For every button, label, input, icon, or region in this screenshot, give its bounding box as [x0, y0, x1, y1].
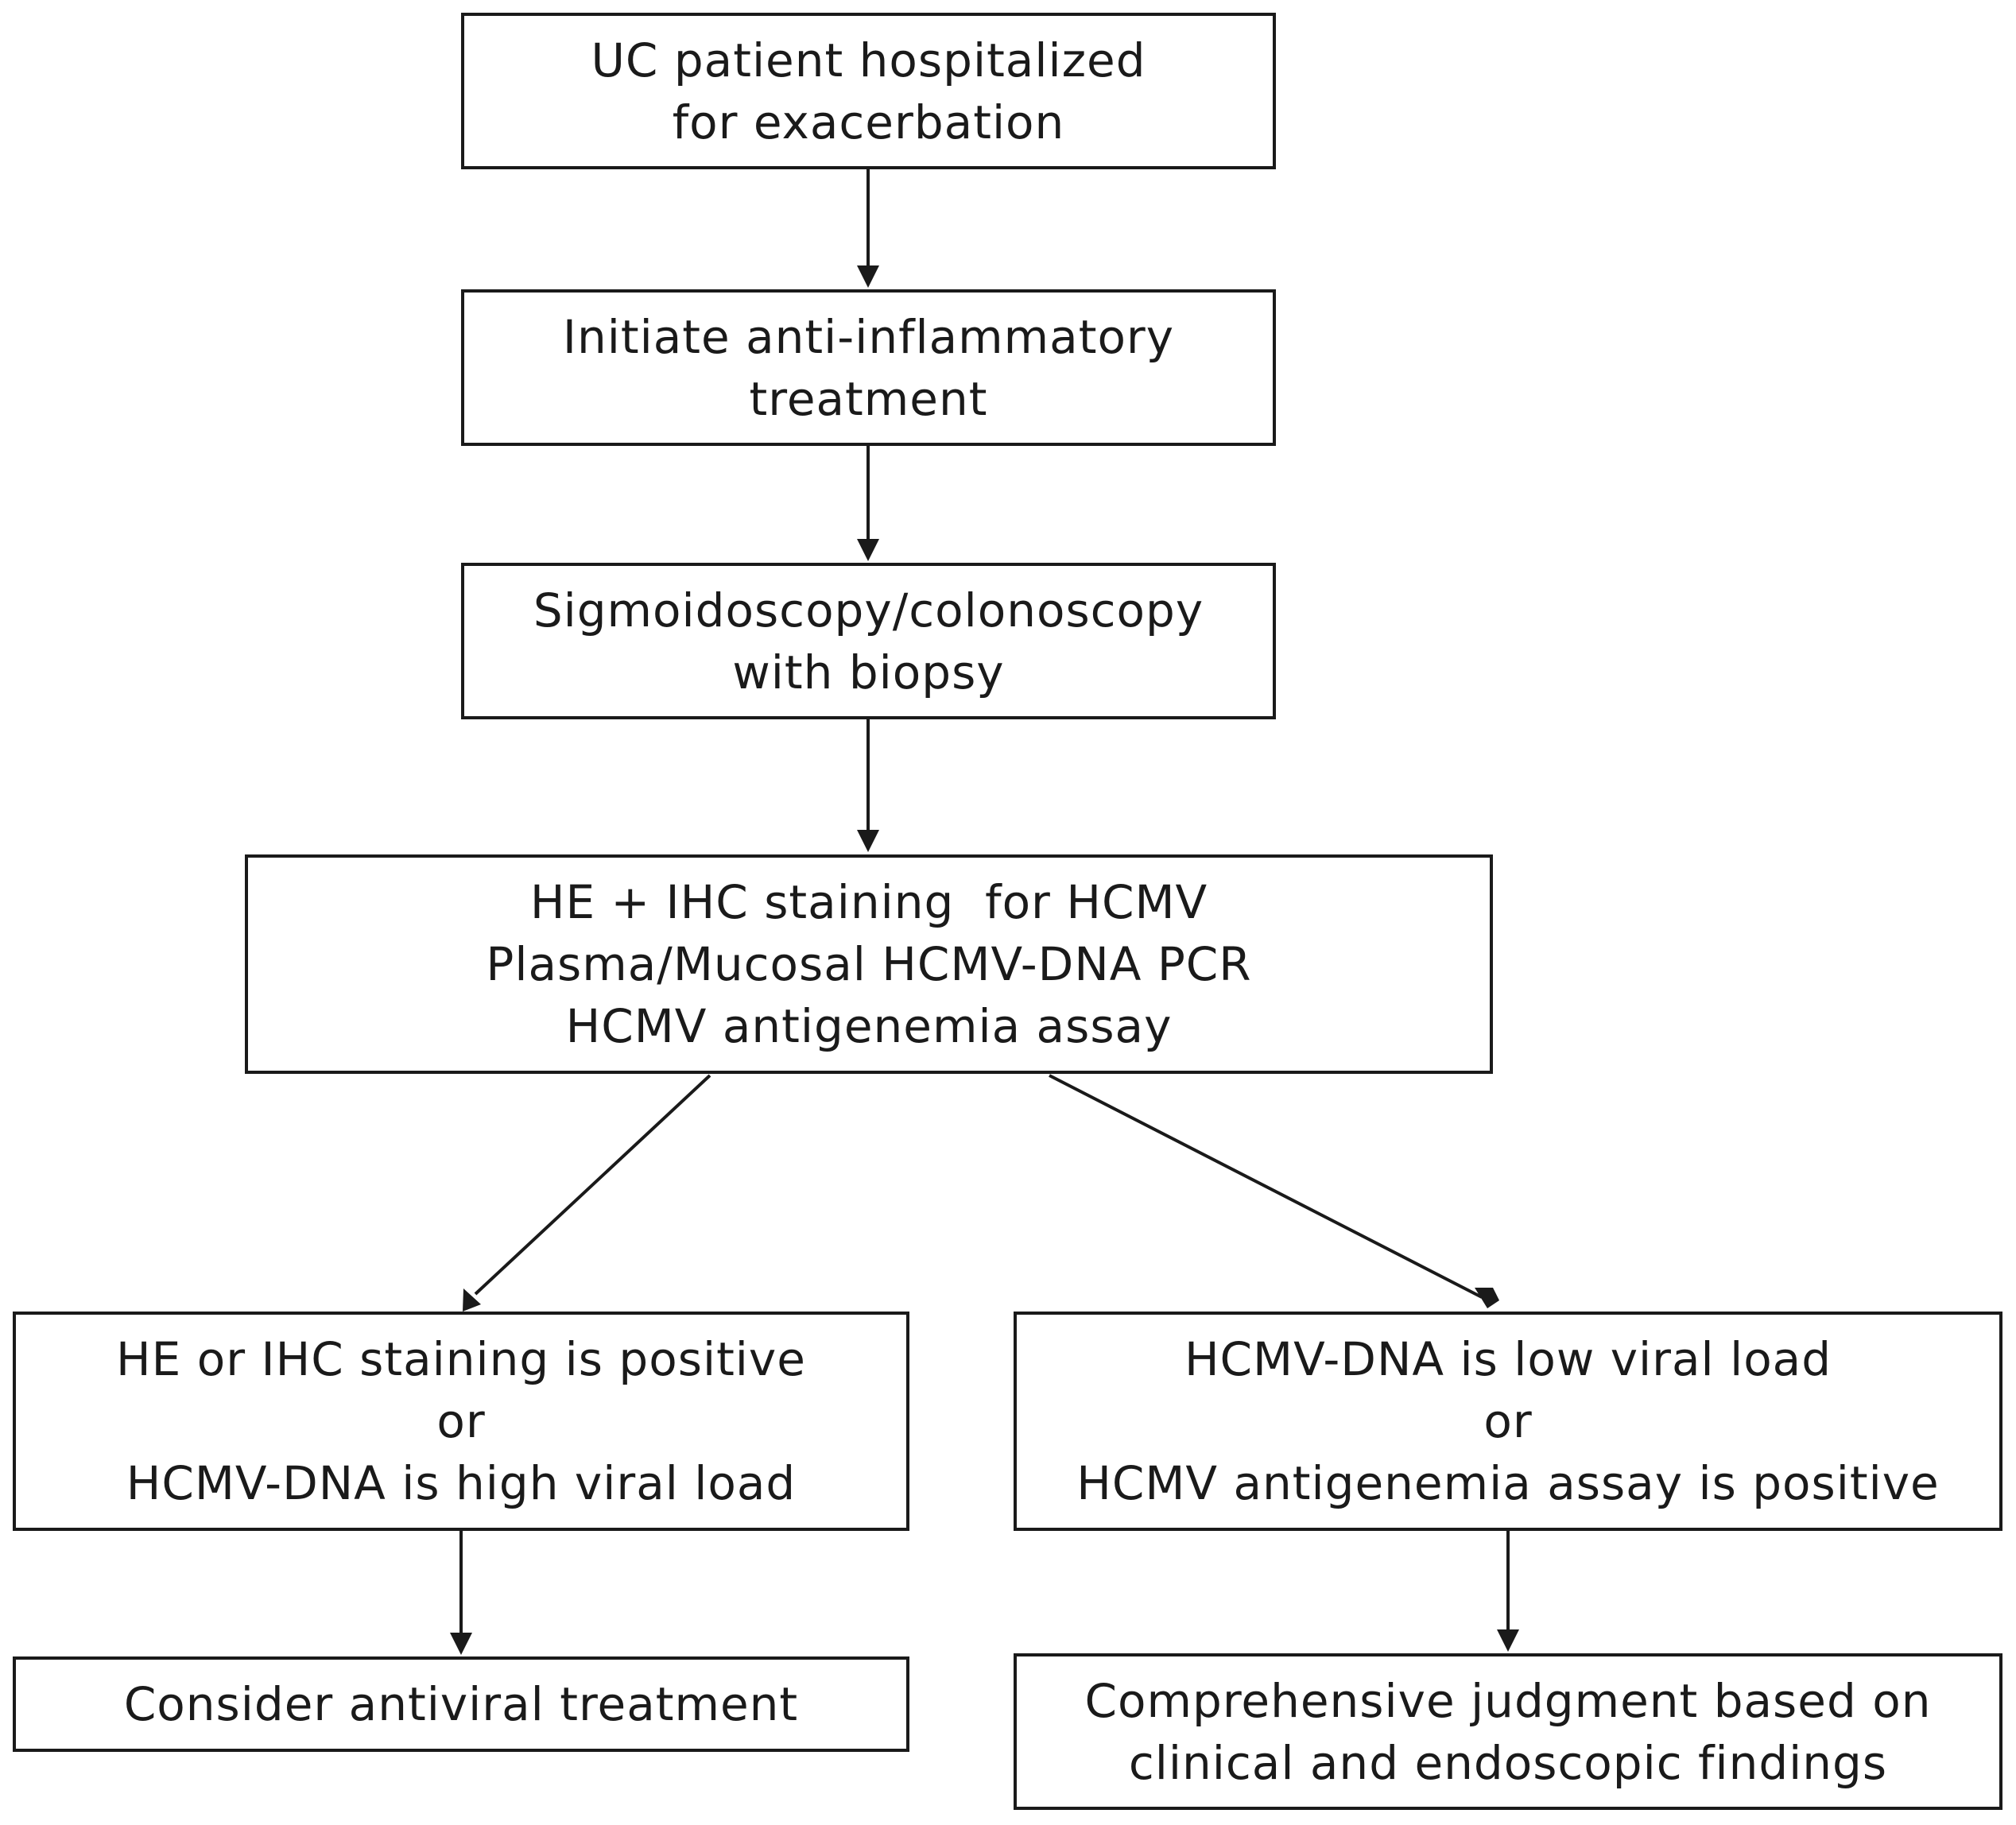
arrowhead-2-to-3: [857, 539, 879, 561]
box-text: or: [436, 1394, 486, 1448]
box-text: HCMV antigenemia assay is positive: [1076, 1456, 1940, 1510]
box-text: with biopsy: [732, 645, 1005, 699]
box-text: for exacerbation: [672, 95, 1065, 149]
box-consider-antiviral: Consider antiviral treatment: [13, 1656, 909, 1752]
arrowhead-4-to-5: [463, 1288, 481, 1312]
arrowhead-3-to-4: [857, 830, 879, 852]
box-text: HE or IHC staining is positive: [116, 1332, 806, 1386]
box-text: clinical and endoscopic findings: [1128, 1735, 1888, 1790]
box-uc-patient-hospitalized: UC patient hospitalized for exacerbation: [461, 13, 1276, 169]
arrow-4-to-5: [474, 1074, 711, 1296]
box-low-load-antigenemia: HCMV-DNA is low viral load or HCMV antig…: [1014, 1312, 2002, 1531]
box-sigmoidoscopy-biopsy: Sigmoidoscopy/colonoscopy with biopsy: [461, 563, 1276, 719]
box-text: UC patient hospitalized: [591, 33, 1146, 87]
box-text: Sigmoidoscopy/colonoscopy: [533, 583, 1204, 637]
box-text: Comprehensive judgment based on: [1084, 1673, 1932, 1728]
arrow-4-to-6: [1049, 1074, 1483, 1299]
box-text: Plasma/Mucosal HCMV-DNA PCR: [486, 937, 1252, 991]
box-comprehensive-judgment: Comprehensive judgment based on clinical…: [1014, 1653, 2002, 1810]
arrowhead-5-to-7: [450, 1633, 472, 1655]
arrowhead-4-to-6: [1475, 1288, 1499, 1308]
box-hcmv-testing: HE + IHC staining for HCMV Plasma/Mucosa…: [245, 854, 1493, 1074]
arrowhead-1-to-2: [857, 265, 879, 288]
box-text: Initiate anti-inflammatory: [562, 309, 1175, 364]
box-text: or: [1483, 1394, 1533, 1448]
box-initiate-treatment: Initiate anti-inflammatory treatment: [461, 289, 1276, 446]
box-positive-high-load: HE or IHC staining is positive or HCMV-D…: [13, 1312, 909, 1531]
arrowhead-6-to-8: [1497, 1629, 1519, 1652]
box-text: HCMV-DNA is high viral load: [126, 1456, 797, 1510]
box-text: HE + IHC staining for HCMV: [529, 875, 1208, 929]
box-text: HCMV-DNA is low viral load: [1184, 1332, 1832, 1386]
box-text: HCMV antigenemia assay: [565, 999, 1173, 1053]
box-text: Consider antiviral treatment: [123, 1677, 799, 1731]
box-text: treatment: [749, 371, 988, 426]
